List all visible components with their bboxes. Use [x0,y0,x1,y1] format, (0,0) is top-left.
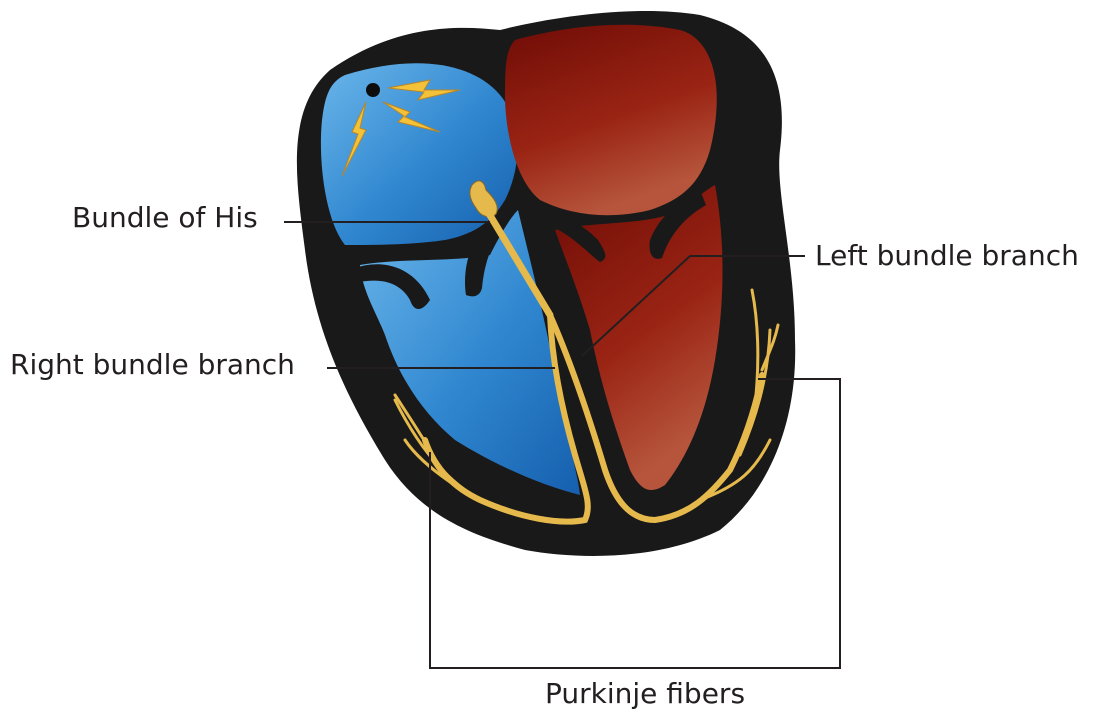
label-right-bundle-branch: Right bundle branch [10,351,295,379]
label-left-bundle-branch: Left bundle branch [815,242,1079,270]
label-purkinje-fibers: Purkinje fibers [545,680,745,708]
left-atrium [505,25,717,215]
sa-node [366,83,380,97]
label-bundle-of-his: Bundle of His [72,204,258,232]
